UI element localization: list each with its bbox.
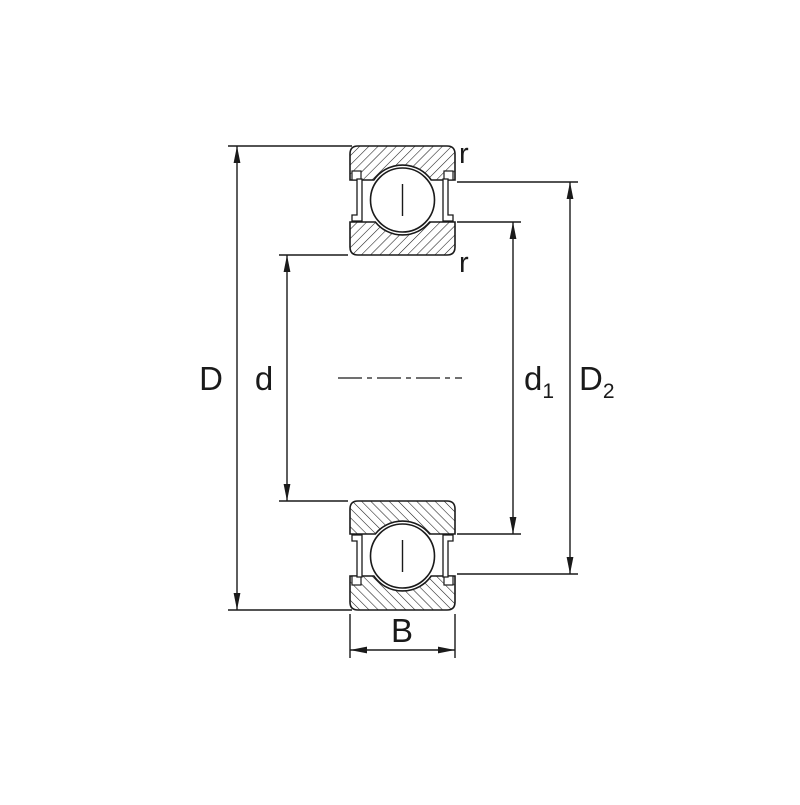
shield-right [442, 178, 454, 222]
dim-B [349, 614, 456, 658]
shield-left [351, 178, 363, 222]
label-D2-base: D [579, 360, 603, 397]
label-outer-diameter: D [199, 360, 223, 397]
label-d1-base: d [524, 360, 542, 397]
label-inner-corner-radius: r [459, 247, 469, 279]
outer-ring-section [349, 145, 456, 181]
label-width: B [391, 612, 413, 649]
label-bore-diameter: d [255, 360, 273, 397]
bearing-cross-section-top [349, 145, 456, 256]
label-D2-subscript: 2 [603, 380, 615, 403]
label-d1-subscript: 1 [542, 380, 554, 403]
dim-D2 [457, 181, 578, 575]
label-outer-corner-radius: r [459, 138, 469, 170]
bearing-cross-section-bottom [349, 500, 456, 611]
dim-d1 [457, 221, 521, 535]
dim-D [228, 145, 352, 611]
label-outer-recess-diameter: D2 [579, 360, 615, 403]
inner-ring-section [349, 221, 456, 256]
dim-d [279, 254, 348, 502]
label-inner-shoulder-diameter: d1 [524, 360, 554, 403]
